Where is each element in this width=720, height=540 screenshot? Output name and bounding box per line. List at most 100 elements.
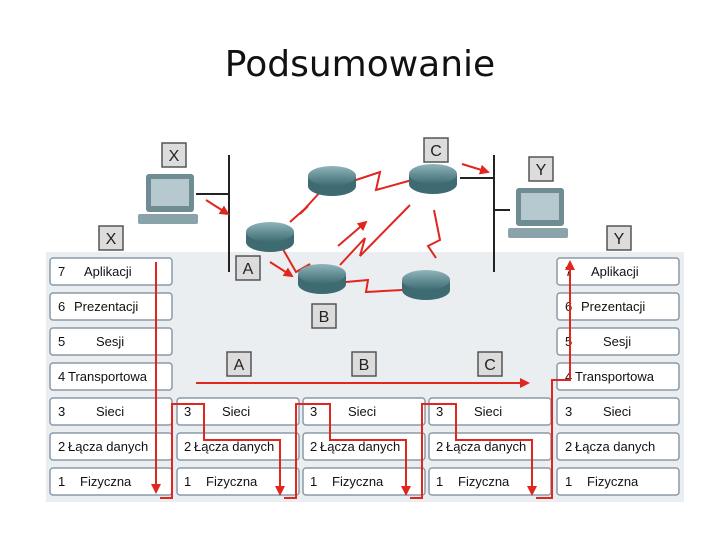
- svg-text:Fizyczna: Fizyczna: [332, 474, 384, 489]
- svg-text:B: B: [359, 357, 370, 374]
- link-br-c: [426, 209, 442, 259]
- svg-text:B: B: [319, 309, 330, 326]
- svg-text:3: 3: [184, 404, 191, 419]
- svg-text:X: X: [106, 231, 117, 248]
- svg-text:2: 2: [310, 439, 317, 454]
- stack-b-layer-1: 1 Fizyczna: [302, 467, 426, 496]
- stack-c-layer-3: 3 Sieci: [428, 397, 552, 426]
- arrow-x-to-a: [205, 199, 230, 216]
- computer-y-icon[interactable]: [508, 188, 568, 238]
- svg-text:C: C: [484, 357, 496, 374]
- svg-text:Łącza danych: Łącza danych: [575, 439, 655, 454]
- link-b-br: [345, 278, 403, 294]
- svg-text:6: 6: [565, 299, 572, 314]
- svg-text:Łącza danych: Łącza danych: [194, 439, 274, 454]
- svg-text:6: 6: [58, 299, 65, 314]
- svg-text:Sieci: Sieci: [348, 404, 376, 419]
- link-a-top: [289, 189, 323, 223]
- svg-text:Y: Y: [614, 231, 625, 248]
- label-a-net: A: [235, 255, 261, 281]
- svg-text:2: 2: [436, 439, 443, 454]
- stack-label-y: Y: [606, 225, 632, 251]
- svg-text:A: A: [243, 261, 254, 278]
- svg-text:Y: Y: [536, 162, 547, 179]
- path-b: [284, 403, 411, 499]
- svg-text:3: 3: [310, 404, 317, 419]
- stack-y-layer-3: 3 Sieci: [556, 397, 680, 426]
- svg-text:1: 1: [184, 474, 191, 489]
- svg-text:Fizyczna: Fizyczna: [587, 474, 639, 489]
- path-a: [160, 403, 285, 499]
- stack-y-layer-5: 5 Sesji: [556, 327, 680, 356]
- label-b-net: B: [311, 303, 337, 329]
- svg-text:X: X: [169, 148, 180, 165]
- stack-c-layer-1: 1 Fizyczna: [428, 467, 552, 496]
- svg-text:4: 4: [58, 369, 65, 384]
- svg-text:Transportowa: Transportowa: [575, 369, 655, 384]
- svg-text:Sieci: Sieci: [603, 404, 631, 419]
- svg-text:1: 1: [565, 474, 572, 489]
- svg-text:5: 5: [565, 334, 572, 349]
- svg-text:Prezentacji: Prezentacji: [581, 299, 645, 314]
- label-y-top: Y: [528, 156, 554, 182]
- stack-b-layer-3: 3 Sieci: [302, 397, 426, 426]
- svg-text:Fizyczna: Fizyczna: [206, 474, 258, 489]
- svg-text:1: 1: [310, 474, 317, 489]
- svg-text:2: 2: [58, 439, 65, 454]
- svg-text:Sieci: Sieci: [474, 404, 502, 419]
- svg-text:1: 1: [436, 474, 443, 489]
- svg-text:Prezentacji: Prezentacji: [74, 299, 138, 314]
- svg-text:C: C: [430, 143, 442, 160]
- stack-x-layer-3: 3 Sieci: [49, 397, 173, 426]
- stack-a-layer-3: 3 Sieci: [176, 397, 300, 426]
- stack-label-x: X: [98, 225, 124, 251]
- path-c: [410, 403, 537, 499]
- stack-label-c: C: [477, 351, 503, 377]
- slide-title: Podsumowanie: [224, 44, 496, 85]
- svg-text:Fizyczna: Fizyczna: [80, 474, 132, 489]
- label-x-top: X: [161, 142, 187, 168]
- svg-text:4: 4: [565, 369, 572, 384]
- stack-y-layer-6: 6 Prezentacji: [556, 292, 680, 321]
- svg-text:Sieci: Sieci: [96, 404, 124, 419]
- svg-text:2: 2: [184, 439, 191, 454]
- arrow-c-to-y: [461, 163, 490, 175]
- router-a[interactable]: [246, 222, 294, 252]
- svg-text:A: A: [234, 357, 245, 374]
- svg-text:Fizyczna: Fizyczna: [458, 474, 510, 489]
- svg-text:Sesji: Sesji: [603, 334, 631, 349]
- computer-x-icon[interactable]: [138, 174, 198, 224]
- link-top-c: [349, 170, 413, 192]
- router-top[interactable]: [308, 166, 356, 196]
- svg-text:Sieci: Sieci: [222, 404, 250, 419]
- svg-text:3: 3: [58, 404, 65, 419]
- svg-text:Łącza danych: Łącza danych: [446, 439, 526, 454]
- arrow-b-to-c: [337, 220, 368, 247]
- svg-text:2: 2: [565, 439, 572, 454]
- router-br[interactable]: [402, 270, 450, 300]
- arrow-a-to-b: [269, 261, 294, 278]
- router-c[interactable]: [409, 164, 457, 194]
- svg-text:3: 3: [436, 404, 443, 419]
- stack-y-layer-1: 1 Fizyczna: [556, 467, 680, 496]
- link-b-c: [339, 204, 411, 266]
- stack-label-b: B: [351, 351, 377, 377]
- svg-text:3: 3: [565, 404, 572, 419]
- svg-text:5: 5: [58, 334, 65, 349]
- svg-text:Łącza danych: Łącza danych: [68, 439, 148, 454]
- svg-text:Łącza danych: Łącza danych: [320, 439, 400, 454]
- stack-x-layer-6: 6 Prezentacji: [49, 292, 173, 321]
- svg-text:7: 7: [565, 264, 572, 279]
- router-b[interactable]: [298, 264, 346, 294]
